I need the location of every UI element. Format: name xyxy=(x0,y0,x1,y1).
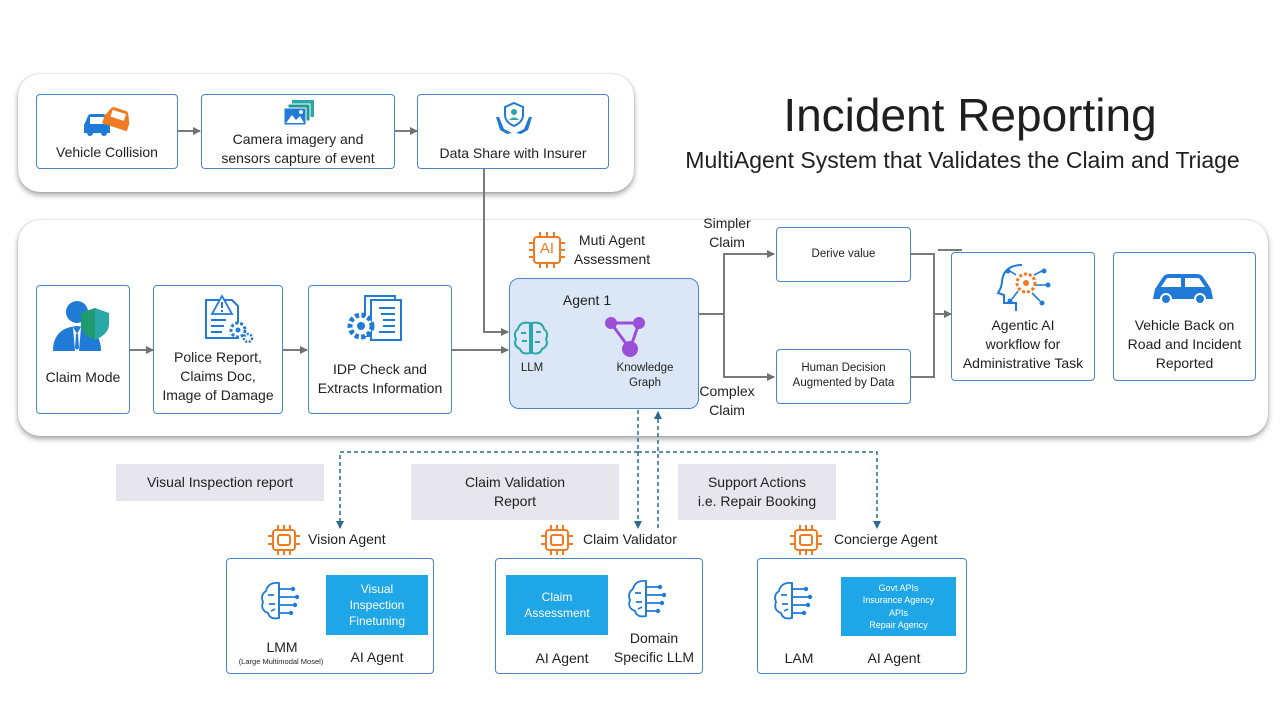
agent1-box: Agent 1 LLM Knowledge Graph xyxy=(509,278,699,409)
knowledge-graph-label: Knowledge Graph xyxy=(616,362,674,389)
visual-inspection-report: Visual Inspection report xyxy=(116,464,324,501)
agent1-label: Agent 1 xyxy=(562,292,612,308)
document-gear-icon xyxy=(347,295,402,341)
idp-label: IDP Check and Extracts Information xyxy=(317,361,443,396)
vision-agent-title: Vision Agent xyxy=(308,531,386,547)
vision-agent-chip-icon xyxy=(268,525,300,555)
vehicle-back-label: Vehicle Back on Road and Incident Report… xyxy=(1127,317,1242,371)
ai-head-icon xyxy=(996,264,1051,311)
validator-role-label: AI Agent xyxy=(535,650,589,666)
police-report-label: Police Report, Claims Doc, Image of Dama… xyxy=(162,349,274,403)
page-subtitle: MultiAgent System that Validates the Cla… xyxy=(685,147,1240,173)
claim-mode-label: Claim Mode xyxy=(45,369,121,385)
llm-label: LLM xyxy=(520,362,544,374)
knowledge-graph-icon xyxy=(605,317,645,357)
simpler-claim-label: Simpler Claim xyxy=(703,215,751,250)
vehicle-back-box: Vehicle Back on Road and Incident Report… xyxy=(1113,252,1256,381)
concierge-agent-box: LAM Govt APIs Insurance Agency APIs Repa… xyxy=(757,558,967,674)
camera-sensor-label: Camera imagery and sensors capture of ev… xyxy=(221,131,375,166)
concierge-agent-title: Concierge Agent xyxy=(834,531,938,547)
concierge-role-label: AI Agent xyxy=(867,650,921,666)
claim-validator-title: Claim Validator xyxy=(583,531,677,547)
brain-circuit-icon xyxy=(513,321,549,355)
police-report-box: Police Report, Claims Doc, Image of Dama… xyxy=(153,285,283,414)
support-actions-report: Support Actions i.e. Repair Booking xyxy=(678,464,836,520)
human-decision-box: Human Decision Augmented by Data xyxy=(776,349,911,404)
claim-validator-box: Claim Assessment AI Agent Domain Specifi… xyxy=(495,558,703,674)
idp-box: IDP Check and Extracts Information xyxy=(308,285,452,414)
claim-validation-report: Claim Validation Report xyxy=(411,464,619,520)
derive-value-box: Derive value xyxy=(776,227,911,282)
concierge-model-label: LAM xyxy=(784,650,814,666)
complex-claim-label: Complex Claim xyxy=(699,383,755,418)
concierge-fill-box: Govt APIs Insurance Agency APIs Repair A… xyxy=(841,577,956,636)
data-share-label: Data Share with Insurer xyxy=(439,145,587,161)
vision-model-label: LMM xyxy=(266,639,298,655)
derive-value-label: Derive value xyxy=(811,248,876,260)
vision-brain-icon xyxy=(261,582,300,620)
car-collision-icon xyxy=(84,107,130,136)
vision-agent-box: LMM (Large Multimodal Mosel) Visual Insp… xyxy=(226,558,434,674)
validator-fill-box: Claim Assessment xyxy=(506,575,608,635)
claim-mode-box: Claim Mode xyxy=(36,285,130,414)
concierge-agent-chip-icon xyxy=(790,525,822,555)
camera-sensor-box: Camera imagery and sensors capture of ev… xyxy=(201,94,395,169)
document-warning-icon xyxy=(205,294,254,344)
validator-brain-icon xyxy=(628,580,667,618)
secure-hands-icon xyxy=(496,101,532,134)
data-share-box: Data Share with Insurer xyxy=(417,94,609,169)
ai-chip-text: AI xyxy=(539,240,555,257)
vehicle-collision-label: Vehicle Collision xyxy=(56,144,158,160)
multi-agent-title: Muti Agent Assessment xyxy=(573,232,651,267)
claim-validator-chip-icon xyxy=(541,525,573,555)
agentic-ai-box: Agentic AI workflow for Administrative T… xyxy=(951,252,1095,381)
vision-model-note: (Large Multimodal Mosel) xyxy=(238,657,324,666)
ai-chip-icon xyxy=(529,232,565,268)
human-decision-label: Human Decision Augmented by Data xyxy=(792,362,895,389)
vision-fill-box: Visual Inspection Finetuning xyxy=(326,575,428,635)
vehicle-collision-box: Vehicle Collision xyxy=(36,94,178,169)
vision-role-label: AI Agent xyxy=(350,649,404,665)
agentic-ai-label: Agentic AI workflow for Administrative T… xyxy=(962,317,1084,371)
validator-model-label: Domain Specific LLM xyxy=(613,630,695,665)
image-gallery-icon xyxy=(283,100,314,126)
person-shield-icon xyxy=(53,301,109,351)
page-title: Incident Reporting xyxy=(783,89,1157,141)
car-icon xyxy=(1153,274,1213,305)
concierge-brain-icon xyxy=(774,582,813,620)
